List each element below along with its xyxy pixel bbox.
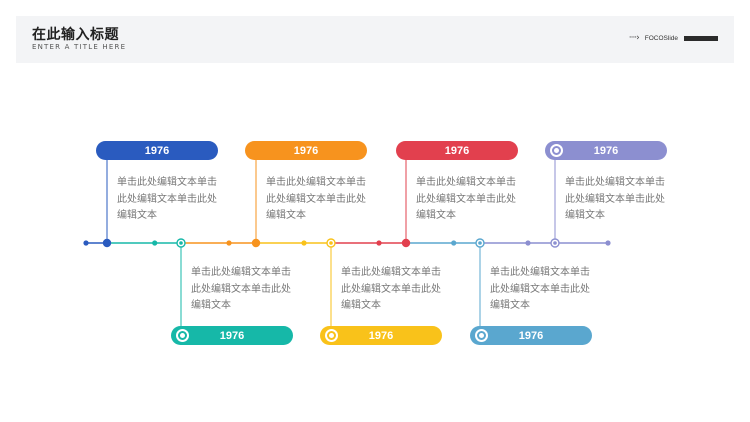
event-year: 1976: [368, 329, 394, 342]
event-node-core: [553, 241, 557, 245]
event-description[interactable]: 单击此处编辑文本单击此处编辑文本单击此处编辑文本: [341, 267, 441, 311]
axis-end-dot: [83, 240, 89, 246]
ring-dot-icon: [550, 144, 563, 157]
event-description[interactable]: 单击此处编辑文本单击此处编辑文本单击此处编辑文本: [117, 177, 217, 221]
page-title[interactable]: 在此输入标题: [32, 27, 119, 43]
axis-joint-dot: [226, 240, 232, 246]
axis-joint-dot: [301, 240, 307, 246]
event-year-pill[interactable]: 1976: [320, 326, 442, 345]
header-bar: 在此输入标题 ENTER A TITLE HERE ····› FOCOSlid…: [16, 16, 734, 63]
event-year-pill[interactable]: 1976: [396, 141, 518, 160]
ring-dot-icon: [176, 329, 189, 342]
dotted-arrow-icon: ····›: [628, 33, 640, 43]
axis-joint-dot: [376, 240, 382, 246]
axis-joint-dot: [525, 240, 531, 246]
event-year-pill[interactable]: 1976: [96, 141, 218, 160]
event-year: 1976: [444, 144, 470, 157]
event-year-pill[interactable]: 1976: [470, 326, 592, 345]
brand-name: FOCOSlide: [644, 34, 678, 42]
event-description[interactable]: 单击此处编辑文本单击此处编辑文本单击此处编辑文本: [266, 177, 366, 221]
event-year-pill[interactable]: 1976: [545, 141, 667, 160]
event-year: 1976: [593, 144, 619, 157]
event-node: [251, 238, 261, 248]
event-description[interactable]: 单击此处编辑文本单击此处编辑文本单击此处编辑文本: [191, 267, 291, 311]
brand-bar: [684, 35, 718, 41]
event-node-core: [478, 241, 482, 245]
event-year: 1976: [293, 144, 319, 157]
event-year-pill[interactable]: 1976: [171, 326, 293, 345]
event-year-pill[interactable]: 1976: [245, 141, 367, 160]
event-year: 1976: [219, 329, 245, 342]
event-node-core: [329, 241, 333, 245]
event-year: 1976: [144, 144, 170, 157]
event-description[interactable]: 单击此处编辑文本单击此处编辑文本单击此处编辑文本: [565, 177, 665, 221]
axis-joint-dot: [451, 240, 457, 246]
event-description[interactable]: 单击此处编辑文本单击此处编辑文本单击此处编辑文本: [416, 177, 516, 221]
axis-joint-dot: [152, 240, 158, 246]
event-node: [401, 238, 411, 248]
brand: ····› FOCOSlide: [629, 31, 718, 45]
event-description[interactable]: 单击此处编辑文本单击此处编辑文本单击此处编辑文本: [490, 267, 590, 311]
ring-dot-icon: [475, 329, 488, 342]
event-node: [102, 238, 112, 248]
ring-dot-icon: [325, 329, 338, 342]
axis-end-dot: [605, 240, 611, 246]
event-year: 1976: [518, 329, 544, 342]
page-subtitle[interactable]: ENTER A TITLE HERE: [32, 43, 127, 51]
event-node-core: [179, 241, 183, 245]
